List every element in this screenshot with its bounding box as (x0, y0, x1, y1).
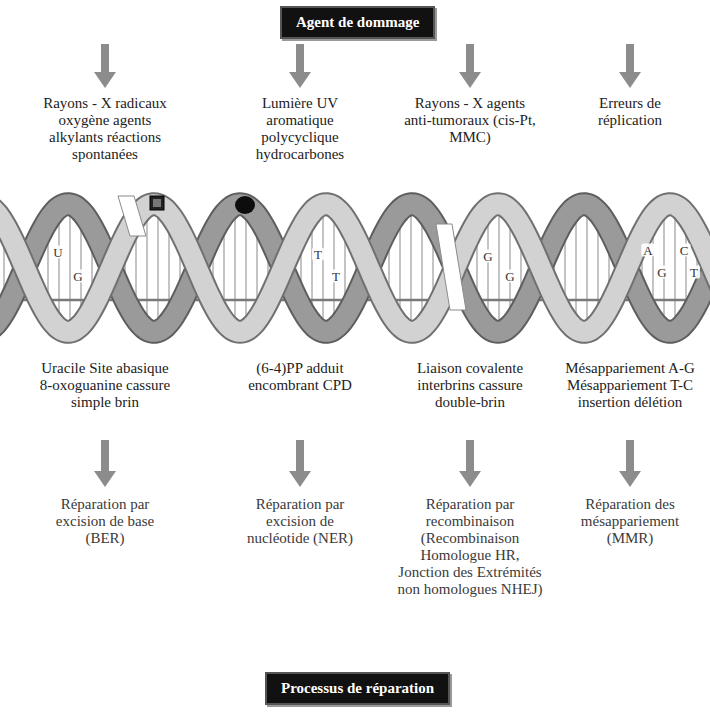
repair-text: Réparation par excision de base (BER) (40, 496, 170, 547)
flow-arrow (619, 44, 641, 88)
header-box: Agent de dommage (280, 6, 435, 39)
base-letter: G (481, 250, 494, 263)
base-pair (586, 204, 588, 331)
lesion-text: Uracile Site abasique 8-oxoguanine cassu… (35, 360, 175, 411)
base-pair (245, 206, 247, 331)
dna-strand-outline (0, 204, 710, 332)
header-text: Agent de dommage (296, 14, 419, 31)
dna-strand-outline (0, 204, 710, 332)
base-letter: U (51, 246, 64, 259)
dna-strand (0, 204, 710, 332)
base-pair (333, 207, 335, 330)
base-letter: T (312, 248, 324, 261)
damage-agent-text: Erreurs de réplication (580, 95, 680, 129)
flow-arrow (459, 44, 481, 88)
header-text: Processus de réparation (281, 680, 434, 697)
bulky-adduct (235, 196, 255, 214)
base-pair (322, 204, 324, 331)
repair-text: Réparation des mésappariement (MMR) (565, 496, 695, 547)
damaged-base-mark (150, 196, 164, 210)
flow-arrow (94, 440, 116, 487)
base-pair (498, 204, 500, 332)
double-strand-break (436, 224, 466, 310)
base-pair (674, 205, 676, 331)
base-pair (157, 205, 159, 332)
base-letter: G (655, 266, 668, 279)
base-pair (410, 204, 412, 332)
flow-arrow (459, 440, 481, 487)
base-letter: C (678, 244, 691, 257)
base-pair (69, 204, 71, 332)
base-letter: A (641, 244, 654, 257)
base-pair (575, 207, 577, 330)
flow-arrow (289, 44, 311, 88)
base-letter: G (503, 270, 516, 283)
header-box: Processus de réparation (265, 672, 450, 705)
base-pair (234, 205, 236, 331)
flow-arrow (289, 440, 311, 487)
lesion-text: (6-4)PP adduit encombrant CPD (240, 360, 360, 394)
flow-arrows (94, 44, 641, 487)
lesion-text: Mésappariement A-G Mésappariement T-C in… (560, 360, 700, 411)
flow-arrow (619, 440, 641, 487)
damage-agent-text: Rayons - X radicaux oxygène agents alkyl… (30, 95, 180, 163)
single-strand-break (118, 196, 146, 236)
base-letter: T (330, 270, 342, 283)
flow-arrow (94, 44, 116, 88)
damage-agent-text: Lumière UV aromatique polycyclique hydro… (245, 95, 355, 163)
damage-agent-text: Rayons - X agents anti-tumoraux (cis-Pt,… (400, 95, 540, 146)
damaged-base-mark-inner (153, 199, 161, 207)
repair-text: Réparation par excision de nucléotide (N… (245, 496, 355, 547)
base-letter: G (71, 270, 84, 283)
base-letter: T (688, 266, 700, 279)
lesion-text: Liaison covalente interbrins cassure dou… (400, 360, 540, 411)
base-pair (146, 206, 148, 330)
dna-strand (0, 204, 710, 332)
repair-text: Réparation par recombinaison (Recombinai… (395, 496, 545, 598)
